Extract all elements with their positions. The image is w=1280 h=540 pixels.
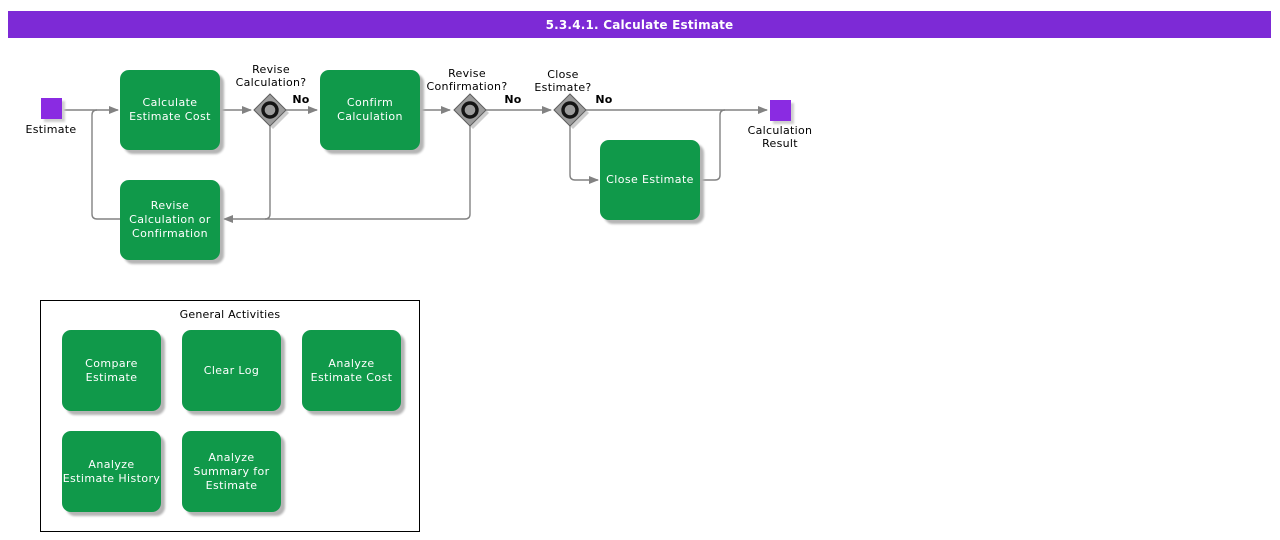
end-event-label: Calculation Result bbox=[747, 124, 813, 150]
activity-analyze-estimate-history[interactable]: Analyze Estimate History bbox=[62, 431, 161, 512]
gateway-diamond bbox=[453, 93, 487, 127]
edge-decision1-yes-down bbox=[264, 126, 271, 220]
activity-confirm-calculation[interactable]: Confirm Calculation bbox=[320, 70, 420, 150]
gateway-circle-icon bbox=[261, 101, 279, 119]
decision2-question-label: Revise Confirmation? bbox=[426, 67, 508, 93]
edge-close-to-end-merge bbox=[700, 109, 726, 181]
gateway-diamond bbox=[553, 93, 587, 127]
activity-revise-calculation-or-confirmation[interactable]: Revise Calculation or Confirmation bbox=[120, 180, 220, 260]
gateway-diamond bbox=[253, 93, 287, 127]
decision2-no-branch-label: No bbox=[504, 93, 522, 106]
gateway-circle-icon bbox=[461, 101, 479, 119]
decision-gateway-revise-calculation bbox=[253, 93, 289, 129]
edge-decision2-yes-to-revise bbox=[223, 126, 471, 223]
decision-gateway-revise-confirmation bbox=[453, 93, 489, 129]
decision3-question-label: Close Estimate? bbox=[534, 68, 592, 94]
activity-analyze-estimate-cost[interactable]: Analyze Estimate Cost bbox=[302, 330, 401, 411]
activity-close-estimate[interactable]: Close Estimate bbox=[600, 140, 700, 220]
activity-compare-estimate[interactable]: Compare Estimate bbox=[62, 330, 161, 411]
page-title: 5.3.4.1. Calculate Estimate bbox=[8, 11, 1271, 38]
decision-gateway-close-estimate bbox=[553, 93, 589, 129]
activity-analyze-summary-for-estimate[interactable]: Analyze Summary for Estimate bbox=[182, 431, 281, 512]
general-activities-title: General Activities bbox=[179, 308, 281, 321]
gateway-circle-icon bbox=[561, 101, 579, 119]
activity-clear-log[interactable]: Clear Log bbox=[182, 330, 281, 411]
general-activities-group: General Activities Compare Estimate Clea… bbox=[40, 300, 420, 532]
start-event-label: Estimate bbox=[25, 123, 77, 136]
decision1-question-label: Revise Calculation? bbox=[235, 63, 307, 89]
decision1-no-branch-label: No bbox=[292, 93, 310, 106]
decision3-no-branch-label: No bbox=[595, 93, 613, 106]
connector-lines bbox=[62, 106, 768, 223]
edge-decision3-yes-to-close bbox=[569, 126, 599, 184]
edge-revise-loop-return bbox=[91, 109, 120, 220]
end-event-node bbox=[770, 100, 791, 121]
start-event-node bbox=[41, 98, 62, 119]
activity-calculate-estimate-cost[interactable]: Calculate Estimate Cost bbox=[120, 70, 220, 150]
